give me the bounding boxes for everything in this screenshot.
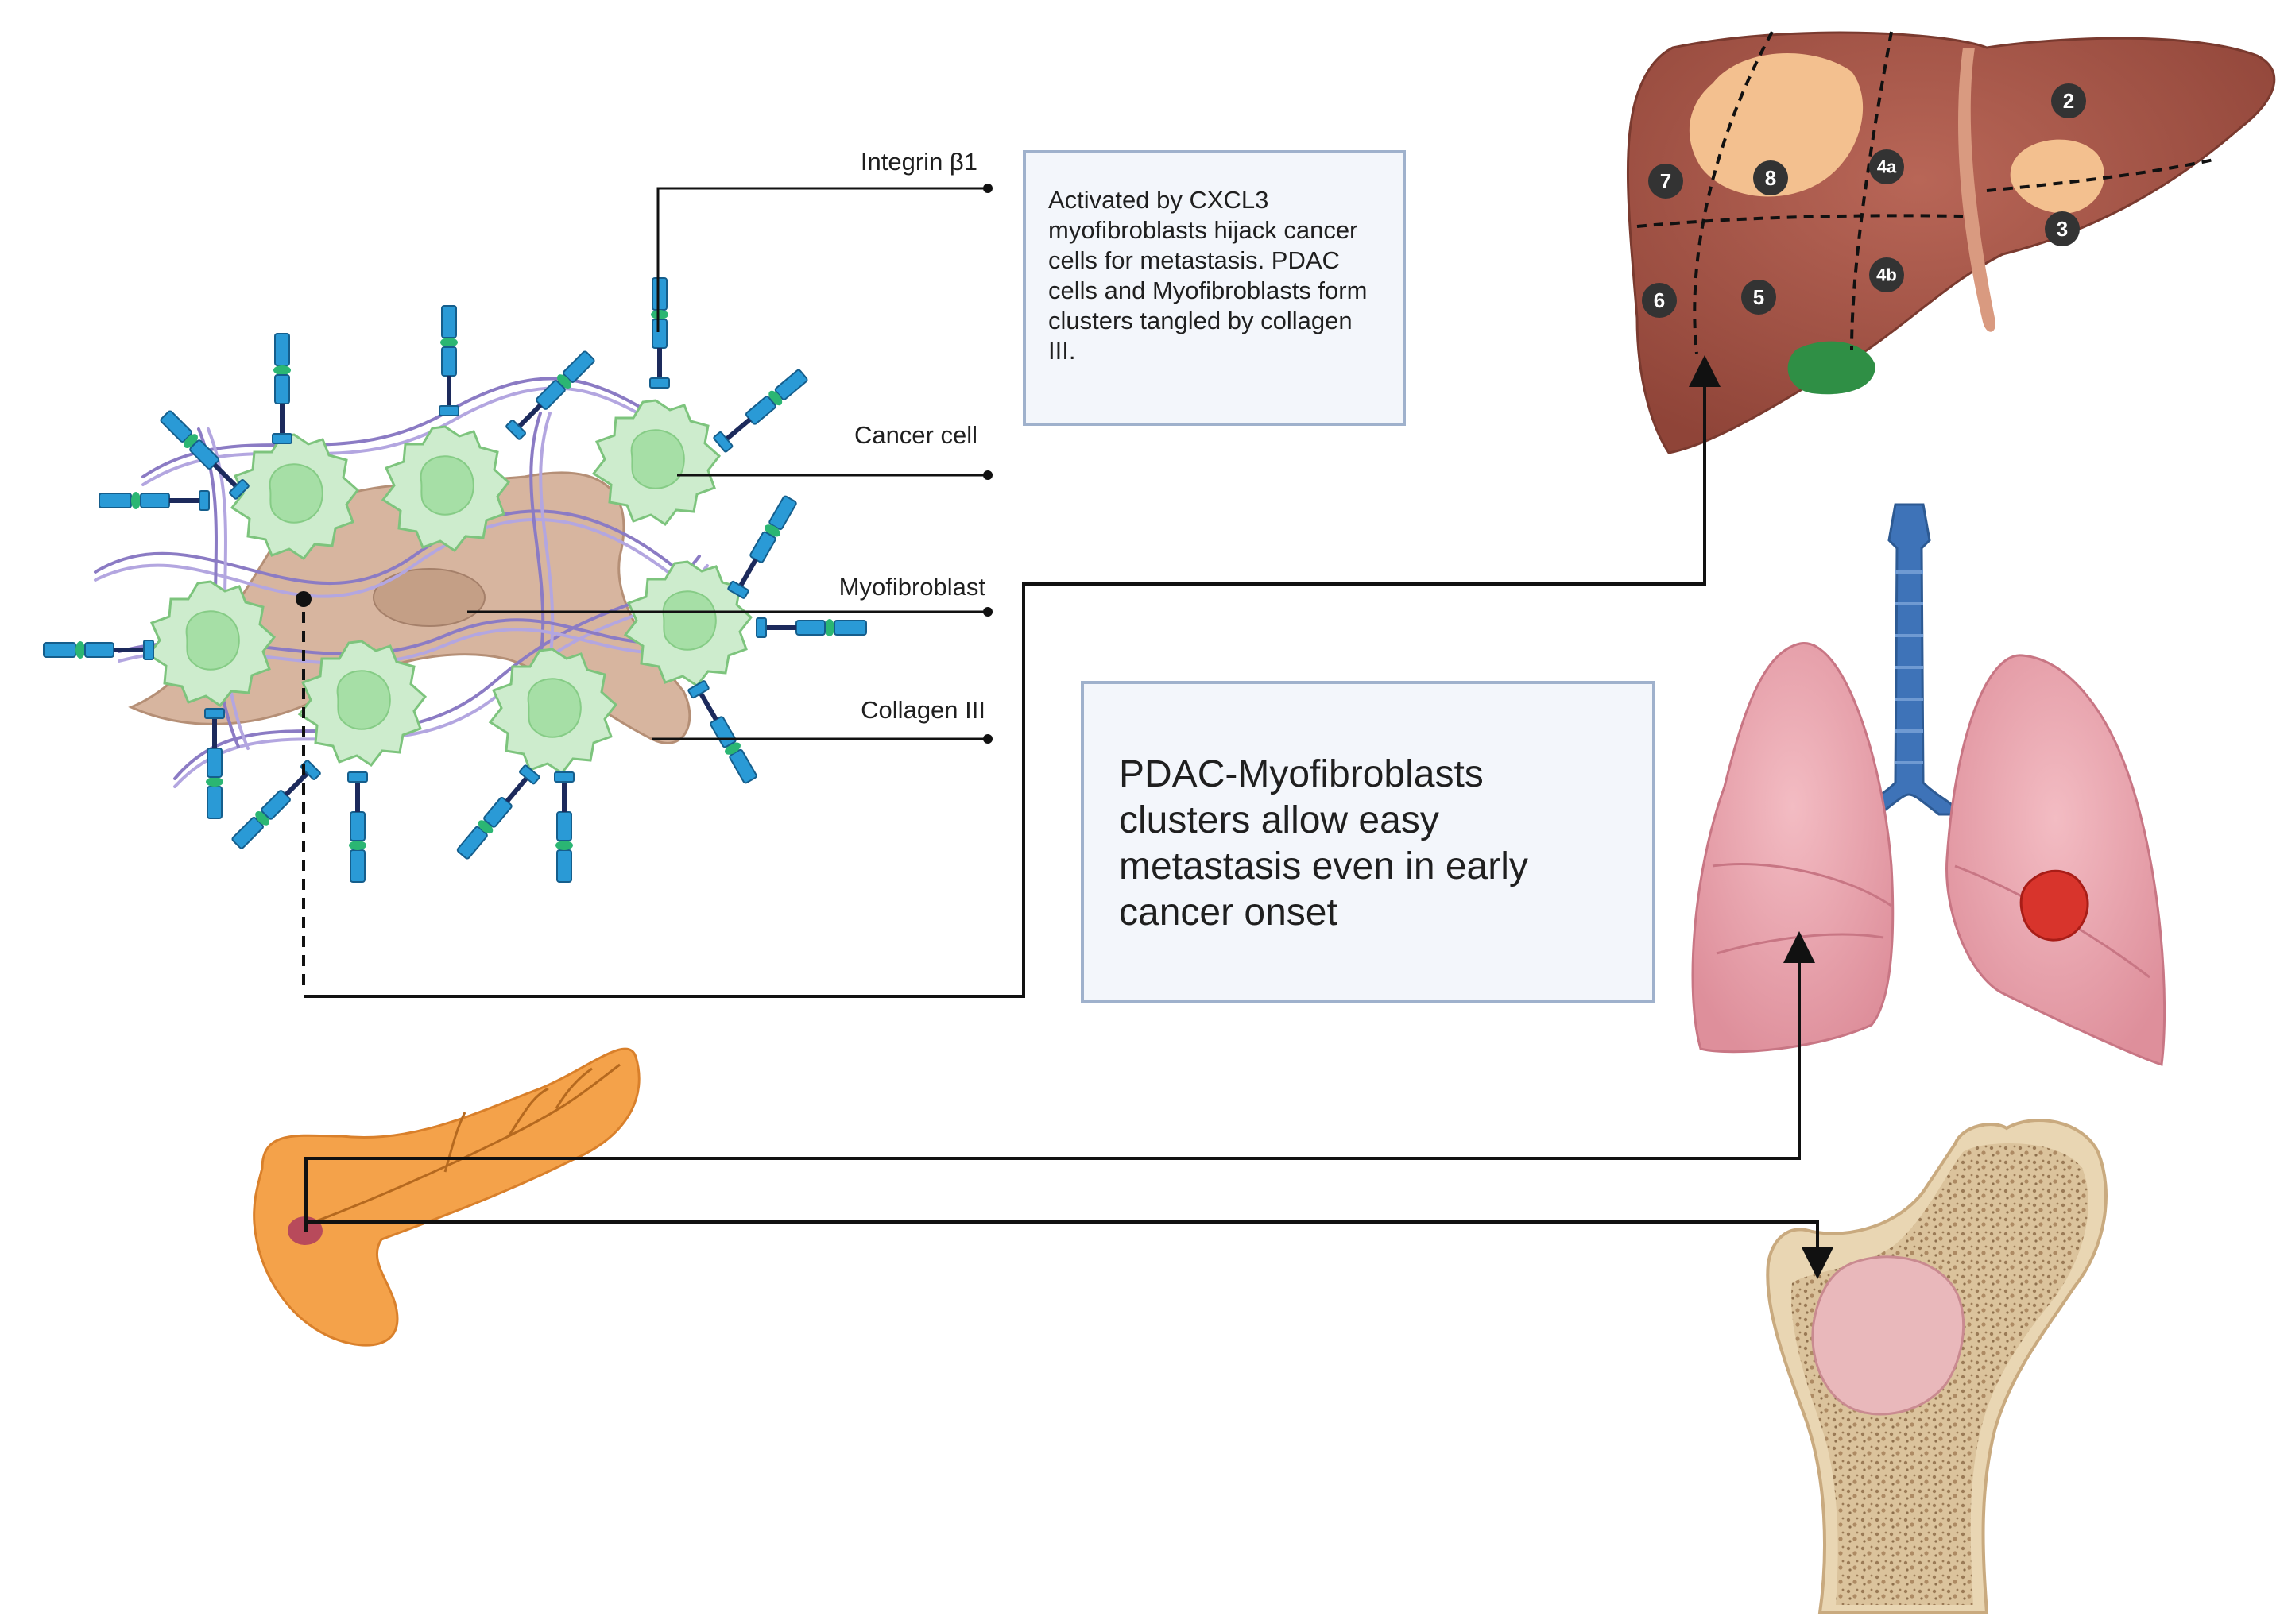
- liver-segment-label: 2: [2063, 89, 2074, 113]
- integrin-receptor: [455, 765, 540, 861]
- integrin-label: Integrin β1: [860, 148, 977, 176]
- integrin-receptor: [728, 494, 799, 599]
- liver-segment-markers: 7 8 4a 2 3 6 5 4b: [1642, 83, 2086, 318]
- callout-lines: [467, 187, 988, 740]
- lungs-illustration: [1691, 503, 2166, 1067]
- integrin-receptor: [348, 772, 367, 882]
- metastasis-pathways: [302, 355, 1833, 1279]
- myofibroblast-nucleus: [373, 568, 486, 627]
- summary-text: PDAC-Myofibroblasts clusters allow easy …: [1119, 753, 1528, 934]
- pancreas-illustration: [253, 1047, 641, 1347]
- integrin-receptor: [757, 618, 866, 637]
- cell-cluster: [44, 278, 866, 882]
- integrin-receptor: [650, 278, 669, 388]
- integrin-receptor: [99, 491, 209, 510]
- liver-segment-label: 4a: [1877, 157, 1897, 177]
- summary-text-box: PDAC-Myofibroblasts clusters allow easy …: [1081, 681, 1655, 1003]
- bone-tumor: [1811, 1255, 1965, 1416]
- integrin-receptor: [505, 349, 597, 440]
- mechanism-text: Activated by CXCL3 myofibroblasts hijack…: [1048, 186, 1368, 365]
- collagen-label: Collagen III: [861, 696, 985, 724]
- callout-dots: [983, 184, 993, 744]
- integrin-receptor: [273, 334, 292, 443]
- integrin-receptor: [688, 680, 760, 785]
- liver-segment-label: 8: [1765, 166, 1776, 190]
- integrin-receptor: [439, 306, 459, 416]
- cluster-anchor-dot: [296, 591, 312, 607]
- liver-segment-label: 3: [2057, 217, 2068, 241]
- liver-segment-label: 7: [1660, 169, 1671, 193]
- liver-segment-label: 5: [1753, 285, 1764, 309]
- bone-illustration: [1766, 1119, 2108, 1614]
- liver-segment-label: 4b: [1876, 265, 1897, 285]
- liver-illustration: 7 8 4a 2 3 6 5 4b: [1626, 31, 2276, 454]
- integrin-receptor: [230, 760, 321, 851]
- lung-tumor: [2019, 869, 2089, 942]
- integrin-receptor: [555, 772, 574, 882]
- myofibroblast-label: Myofibroblast: [838, 573, 985, 601]
- liver-segment-label: 6: [1654, 288, 1665, 312]
- mechanism-text-box: Activated by CXCL3 myofibroblasts hijack…: [1023, 150, 1406, 426]
- integrin-receptor: [714, 367, 810, 452]
- cancer-cell-label: Cancer cell: [854, 421, 977, 449]
